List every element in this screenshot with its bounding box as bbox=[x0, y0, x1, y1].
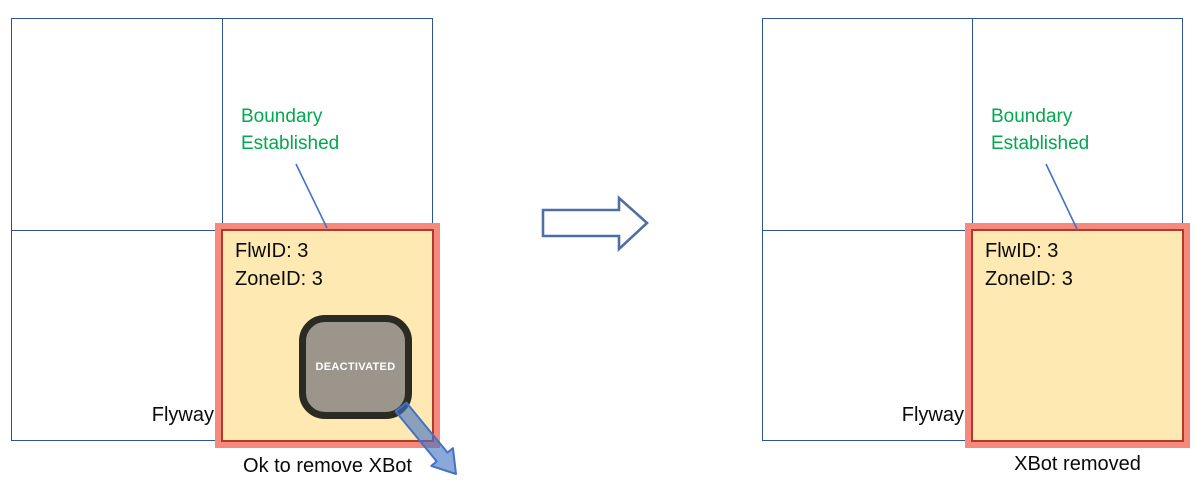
transition-arrow-icon bbox=[541, 195, 649, 252]
left-flw-id-label: FlwID: 3 bbox=[235, 240, 309, 262]
left-boundary-line2: Established bbox=[241, 133, 340, 154]
left-zone-id-label: ZoneID: 3 bbox=[235, 268, 323, 290]
right-flw-id-label: FlwID: 3 bbox=[985, 240, 1059, 262]
right-zone-id-label: ZoneID: 3 bbox=[985, 268, 1073, 290]
right-highlighted-zone: FlwID: 3 ZoneID: 3 bbox=[971, 229, 1184, 442]
left-flyway-label: Flyway bbox=[151, 404, 214, 426]
right-boundary-established-label: Boundary Established bbox=[991, 103, 1089, 157]
xbot-robot: DEACTIVATED bbox=[299, 315, 412, 419]
right-panel-caption: XBot removed bbox=[1014, 453, 1141, 475]
right-flyway-label: Flyway bbox=[901, 404, 964, 426]
left-panel-caption: Ok to remove XBot bbox=[243, 455, 412, 477]
left-boundary-line1: Boundary bbox=[241, 106, 323, 127]
xbot-state-label: DEACTIVATED bbox=[315, 361, 396, 373]
right-boundary-line1: Boundary bbox=[991, 106, 1073, 127]
right-boundary-line2: Established bbox=[991, 133, 1090, 154]
left-boundary-established-label: Boundary Established bbox=[241, 103, 339, 157]
